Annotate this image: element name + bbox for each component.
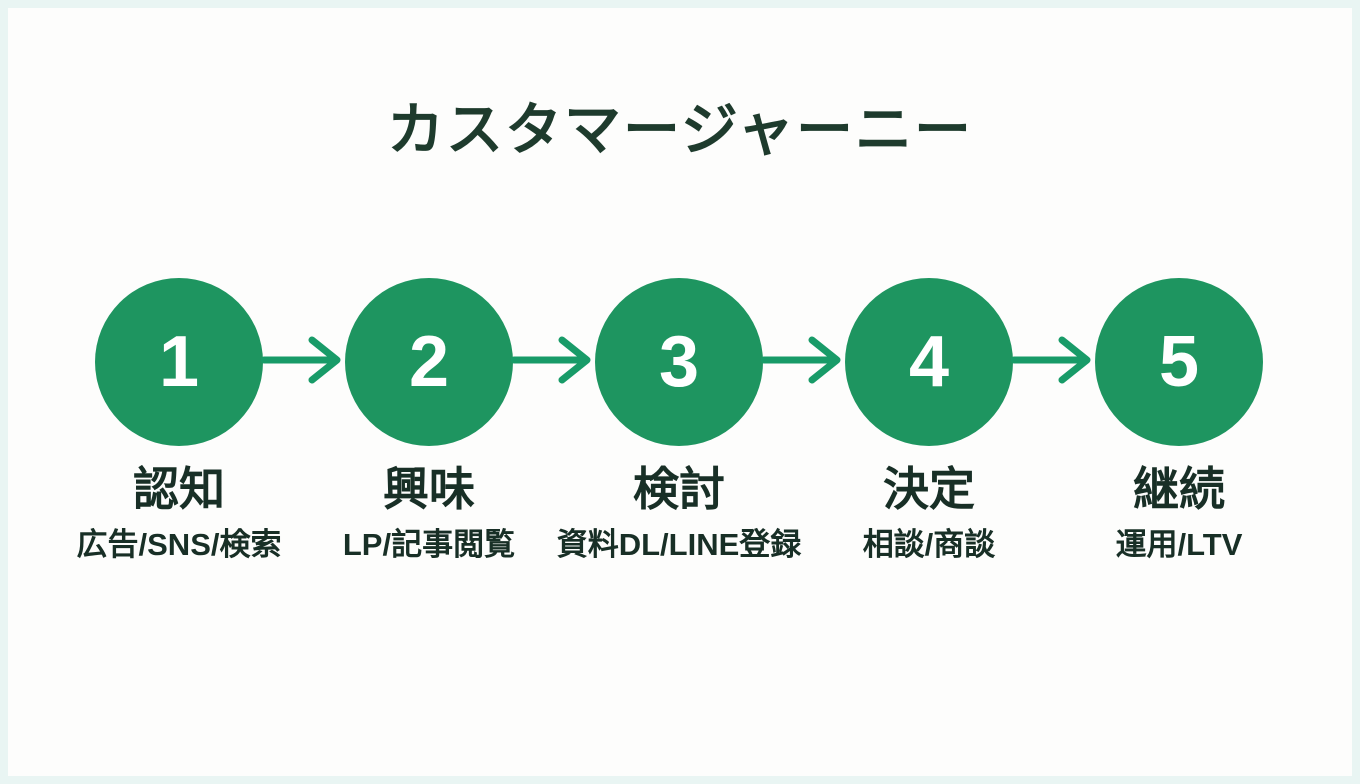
step-sublabel: 広告/SNS/検索 — [76, 527, 282, 562]
step-sublabel: 資料DL/LINE登録 — [556, 527, 802, 562]
step-interest: 2 興味 LP/記事閲覧 — [304, 278, 554, 560]
slide-canvas: カスタマージャーニー 1 認知 広告/SNS/検索 2 興味 LP/記事閲覧 3… — [8, 8, 1352, 776]
step-decision: 4 決定 相談/商談 — [804, 278, 1054, 560]
step-label: 決定 — [883, 463, 975, 515]
step-number: 4 — [908, 322, 950, 402]
right-arrow-icon-4 — [1011, 336, 1091, 384]
step-circle-5: 5 — [1095, 278, 1263, 446]
step-number: 3 — [658, 322, 700, 402]
right-arrow-icon-2 — [511, 336, 591, 384]
step-sublabel: 運用/LTV — [1115, 527, 1243, 562]
step-circle-4: 4 — [845, 278, 1013, 446]
step-label: 興味 — [383, 463, 475, 515]
step-number: 1 — [158, 322, 200, 402]
step-retention: 5 継続 運用/LTV — [1054, 278, 1304, 560]
step-sublabel: LP/記事閲覧 — [342, 527, 516, 562]
step-circle-3: 3 — [595, 278, 763, 446]
step-circle-2: 2 — [345, 278, 513, 446]
step-label: 検討 — [633, 463, 725, 515]
step-label: 継続 — [1133, 463, 1225, 515]
right-arrow-icon-3 — [761, 336, 841, 384]
step-number: 2 — [408, 322, 450, 402]
step-sublabel: 相談/商談 — [862, 527, 996, 562]
step-number: 5 — [1158, 322, 1200, 402]
step-circle-1: 1 — [95, 278, 263, 446]
step-label: 認知 — [133, 463, 225, 515]
step-consideration: 3 検討 資料DL/LINE登録 — [554, 278, 804, 560]
page-title: カスタマージャーニー — [386, 98, 973, 162]
step-awareness: 1 認知 広告/SNS/検索 — [54, 278, 304, 560]
journey-steps: 1 認知 広告/SNS/検索 2 興味 LP/記事閲覧 3 検討 資料DL/LI… — [54, 278, 1304, 560]
right-arrow-icon-1 — [261, 336, 341, 384]
